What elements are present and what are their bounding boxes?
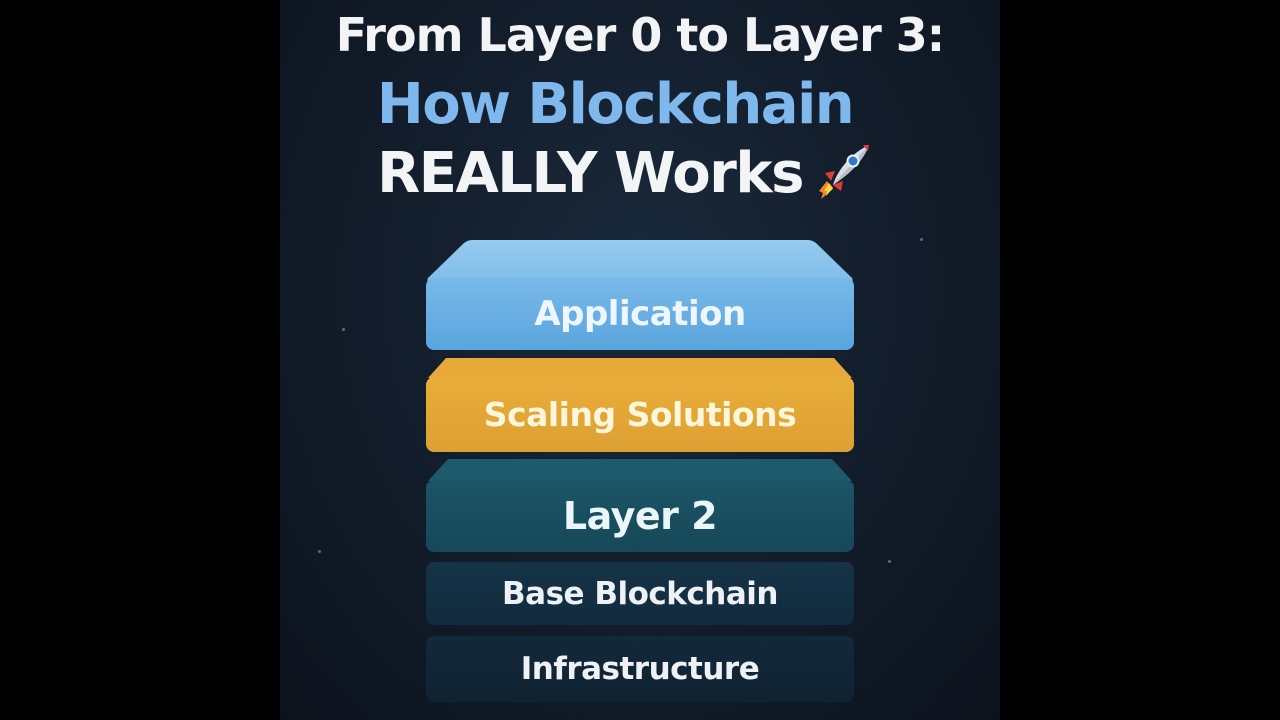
layer-scaling-solutions: Scaling Solutions — [426, 377, 854, 452]
background-star — [318, 550, 321, 553]
layer-layer-2: Layer 2 — [426, 480, 854, 552]
layer-application-label: Application — [534, 294, 746, 334]
background-star — [342, 328, 345, 331]
layer-infrastructure: Infrastructure — [426, 636, 854, 702]
stack-top-face — [427, 240, 853, 282]
layer-layer-2-label: Layer 2 — [562, 494, 718, 538]
layer-scaling-solutions-label: Scaling Solutions — [483, 395, 797, 434]
title-line-3-text: REALLY Works — [377, 141, 804, 206]
background-star — [920, 238, 923, 241]
background-star — [888, 560, 891, 563]
layer-base-blockchain: Base Blockchain — [426, 562, 854, 625]
scaling-top-edge — [428, 358, 852, 378]
title-line-2: How Blockchain — [376, 72, 855, 137]
layer2-top-edge — [428, 459, 852, 481]
infographic-panel: From Layer 0 to Layer 3: How Blockchain … — [280, 0, 1000, 720]
rocket-icon — [818, 144, 869, 199]
layer-infrastructure-label: Infrastructure — [520, 651, 760, 687]
title-line-3: REALLY Works — [280, 141, 1000, 207]
title-line-1: From Layer 0 to Layer 3: — [335, 8, 945, 62]
layer-application: Application — [426, 278, 854, 350]
layer-base-blockchain-label: Base Blockchain — [502, 575, 778, 612]
